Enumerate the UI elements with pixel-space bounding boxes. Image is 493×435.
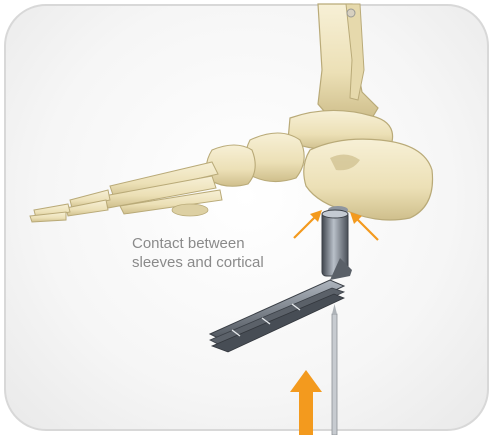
contact-callout-label: Contact between sleeves and cortical <box>132 234 312 272</box>
guide-pin <box>332 304 337 435</box>
forefoot-bones <box>30 133 304 222</box>
hindfoot-bones <box>288 110 433 220</box>
orange-up-arrow-icon <box>290 370 322 435</box>
leg-bones <box>318 4 378 118</box>
implant-sleeve <box>322 206 352 280</box>
implant-plate <box>210 280 344 352</box>
